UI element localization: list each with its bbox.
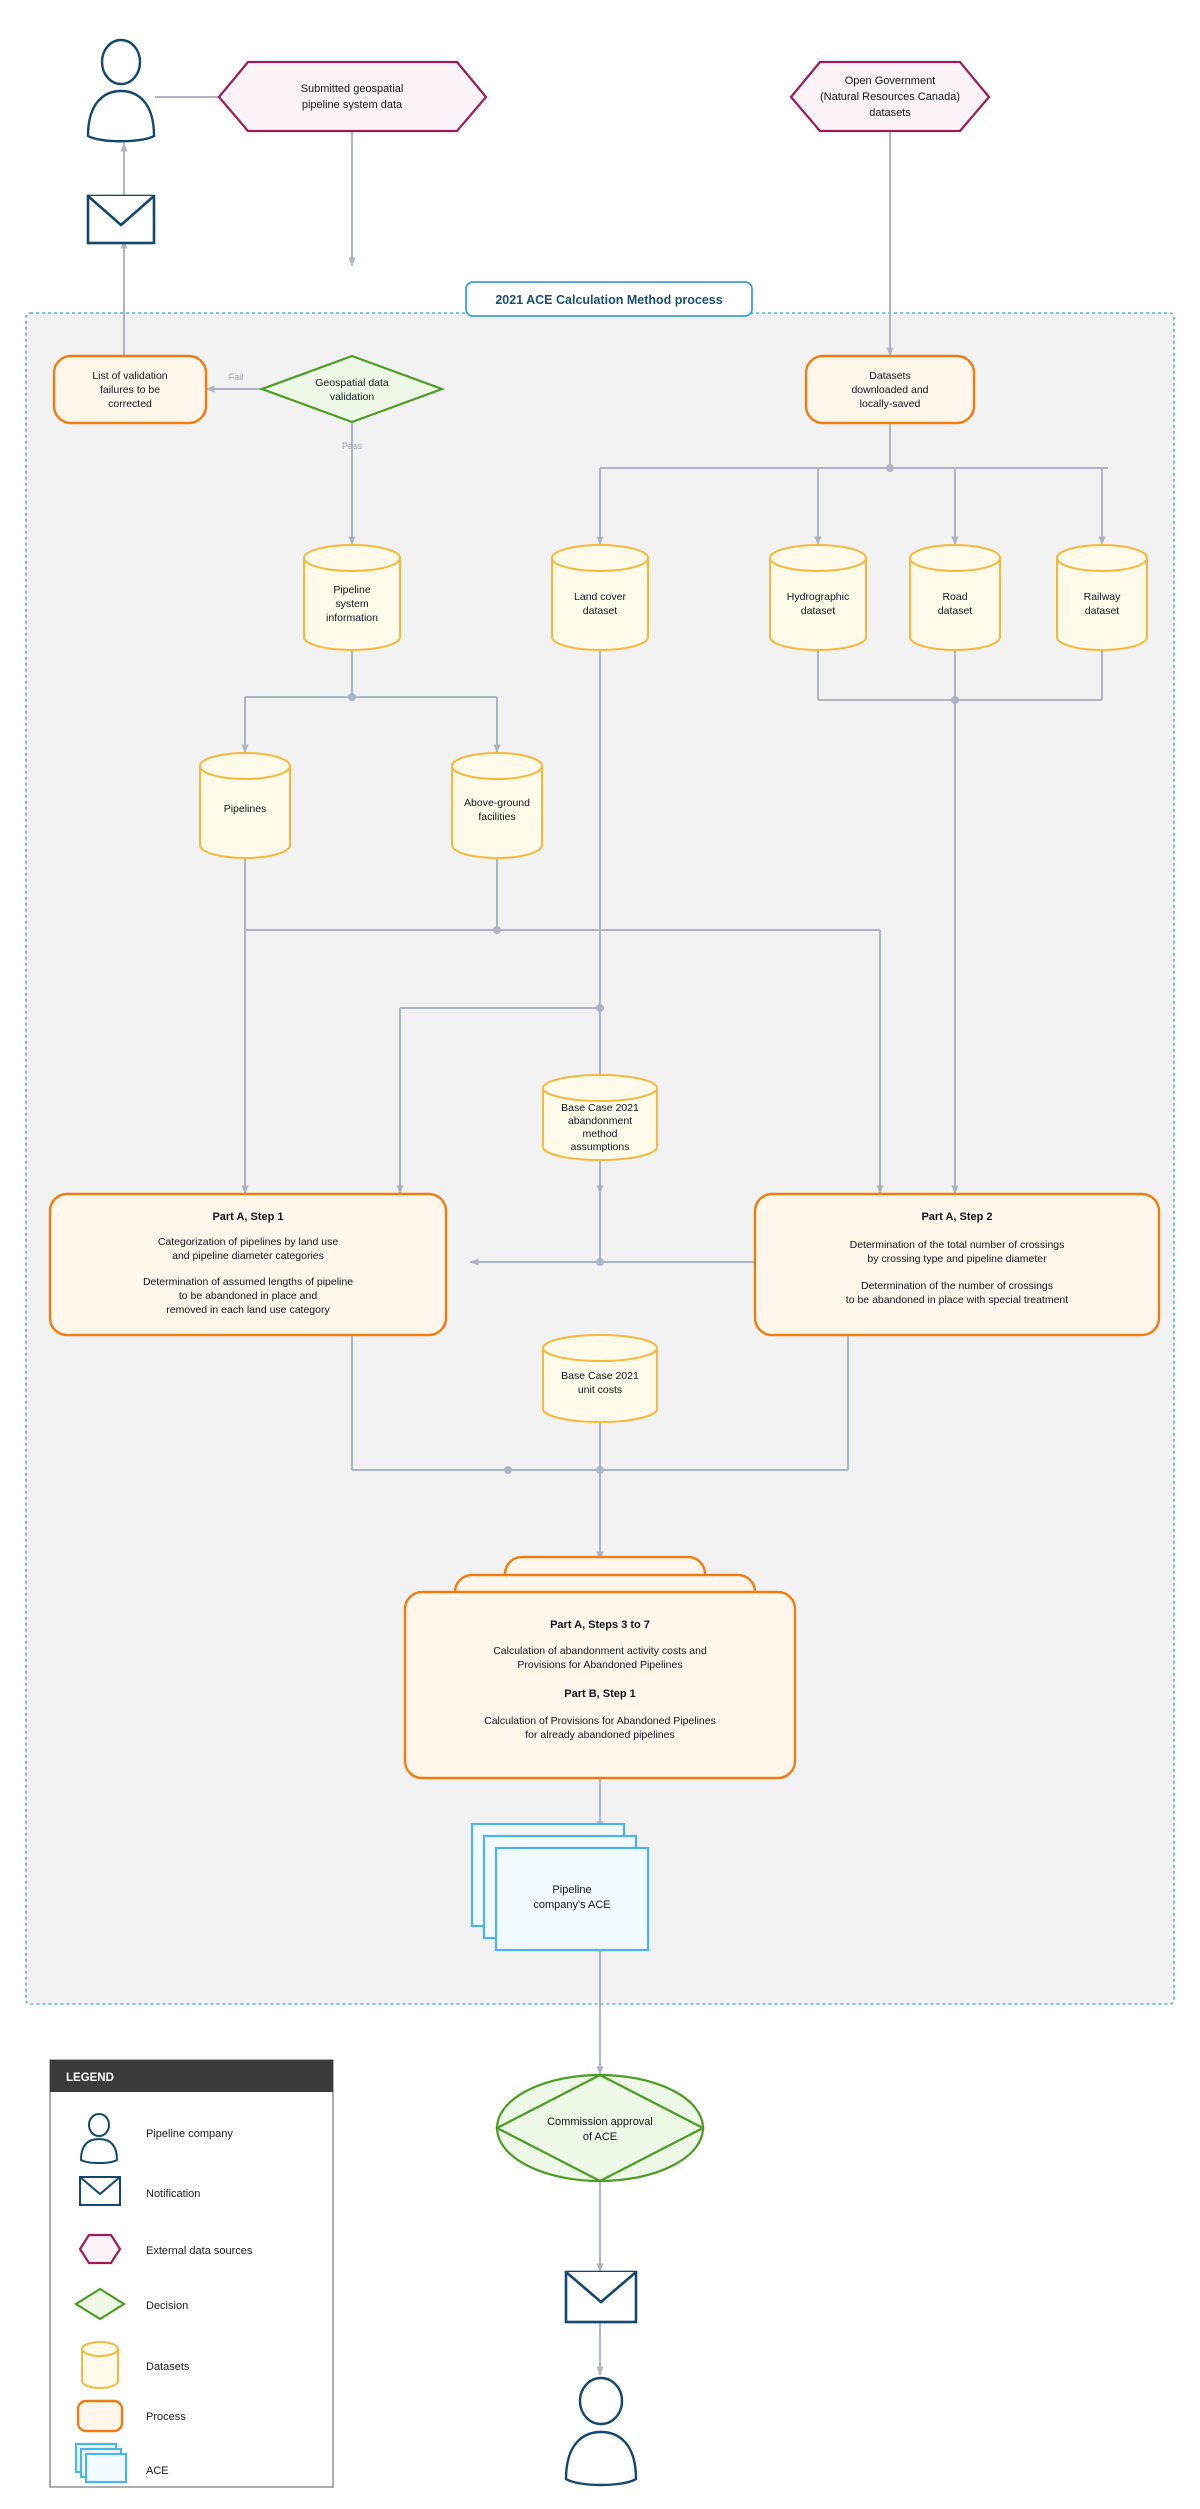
pipeline-system-information-line-1: Pipeline xyxy=(333,584,371,596)
legend: LEGEND Pipeline company Notification Ext… xyxy=(49,2059,334,2488)
bottom-notification-envelope xyxy=(564,2270,638,2324)
road-line-2: dataset xyxy=(938,605,973,617)
legend-label-process: Process xyxy=(146,2411,186,2423)
validation-failures-line-3: corrected xyxy=(108,398,152,410)
legend-label-ace: ACE xyxy=(146,2465,169,2477)
commission-approval-line-2: of ACE xyxy=(583,2131,617,2143)
part-a-step-2-p2-l2: to be abandoned in place with special tr… xyxy=(846,1294,1068,1306)
part-a-step-1-p2-l3: removed in each land use category xyxy=(166,1304,330,1316)
process-part-a-steps-3-to-7: Part A, Steps 3 to 7 Calculation of aban… xyxy=(403,1555,797,1780)
base-case-assumptions-line-1: Base Case 2021 xyxy=(561,1102,639,1114)
road-line-1: Road xyxy=(942,591,967,603)
part-a-step-1-p2-l2: to be abandoned in place and xyxy=(179,1290,318,1302)
top-pipeline-company-actor xyxy=(86,38,156,143)
legend-label-external-data-sources: External data sources xyxy=(146,2245,253,2257)
legend-icon-document-stack-icon xyxy=(74,2442,128,2484)
base-case-unit-costs-line-1: Base Case 2021 xyxy=(561,1370,639,1382)
process-validation-failures: List of validation failures to be correc… xyxy=(52,354,208,425)
decision-geospatial-validation: Geospatial data validation xyxy=(258,354,446,424)
part-a-step-1-p1-l1: Categorization of pipelines by land use xyxy=(158,1236,339,1248)
legend-icon-rounded-rect-icon xyxy=(76,2399,124,2433)
dataset-railway: Railway dataset xyxy=(1056,544,1148,651)
decision-commission-approval: Commission approval of ACE xyxy=(494,2073,706,2183)
process-datasets-downloaded: Datasets downloaded and locally-saved xyxy=(804,354,976,425)
open-government-line-3: datasets xyxy=(869,107,911,119)
legend-icon-envelope-icon xyxy=(79,2176,121,2206)
legend-label-decision: Decision xyxy=(146,2300,188,2312)
hydrographic-line-2: dataset xyxy=(801,605,836,617)
open-government-line-1: Open Government xyxy=(845,75,936,87)
pipelines-line-1: Pipelines xyxy=(224,803,267,815)
submitted-data-line-2: pipeline system data xyxy=(302,99,403,111)
ace-document-stack: Pipeline company's ACE xyxy=(470,1822,650,1952)
land-cover-line-2: dataset xyxy=(583,605,618,617)
base-case-unit-costs-line-2: unit costs xyxy=(578,1384,622,1396)
above-ground-facilities-line-1: Above-ground xyxy=(464,797,530,809)
base-case-assumptions-line-2: abandonment xyxy=(568,1115,632,1127)
dataset-hydrographic: Hydrographic dataset xyxy=(769,544,867,651)
dataset-road: Road dataset xyxy=(909,544,1001,651)
ace-line-1: Pipeline xyxy=(552,1884,591,1896)
validation-failures-line-1: List of validation xyxy=(92,370,167,382)
part-a-step-2-title: Part A, Step 2 xyxy=(921,1211,992,1223)
land-cover-line-1: Land cover xyxy=(574,591,626,603)
commission-approval-line-1: Commission approval xyxy=(547,2116,653,2128)
dataset-above-ground-facilities: Above-ground facilities xyxy=(451,752,543,859)
railway-line-2: dataset xyxy=(1085,605,1120,617)
pipeline-system-information-line-3: information xyxy=(326,612,378,624)
process-part-a-step-1: Part A, Step 1 Categorization of pipelin… xyxy=(48,1192,448,1337)
legend-icon-diamond-icon xyxy=(73,2287,127,2321)
steps-3-7-title-2: Part B, Step 1 xyxy=(564,1688,636,1700)
legend-header: LEGEND xyxy=(66,2072,114,2084)
dataset-land-cover: Land cover dataset xyxy=(551,544,649,651)
steps-3-7-title-1: Part A, Steps 3 to 7 xyxy=(550,1619,650,1631)
steps-3-7-p2-l2: for already abandoned pipelines xyxy=(525,1729,674,1741)
legend-icon-hexagon-icon xyxy=(78,2233,122,2265)
part-a-step-2-p2-l1: Determination of the number of crossings xyxy=(861,1280,1053,1292)
legend-label-notification: Notification xyxy=(146,2188,200,2200)
part-a-step-1-title: Part A, Step 1 xyxy=(212,1211,283,1223)
external-source-open-government: Open Government (Natural Resources Canad… xyxy=(789,60,991,133)
legend-label-pipeline-company: Pipeline company xyxy=(146,2128,233,2140)
legend-icon-person-icon xyxy=(79,2113,119,2164)
datasets-downloaded-line-2: downloaded and xyxy=(851,384,928,396)
submitted-data-line-1: Submitted geospatial xyxy=(301,83,404,95)
base-case-assumptions-line-4: assumptions xyxy=(571,1141,630,1153)
steps-3-7-p1-l1: Calculation of abandonment activity cost… xyxy=(493,1645,707,1657)
open-government-line-2: (Natural Resources Canada) xyxy=(820,91,960,103)
above-ground-facilities-line-2: facilities xyxy=(478,811,515,823)
pool-title: 2021 ACE Calculation Method process xyxy=(465,281,753,317)
top-notification-envelope xyxy=(86,194,156,245)
pool-title-text: 2021 ACE Calculation Method process xyxy=(495,293,722,307)
legend-label-datasets: Datasets xyxy=(146,2361,190,2373)
dataset-base-case-unit-costs: Base Case 2021 unit costs xyxy=(542,1334,658,1423)
datasets-downloaded-line-1: Datasets xyxy=(869,370,910,382)
process-part-a-step-2: Part A, Step 2 Determination of the tota… xyxy=(753,1192,1161,1337)
validation-failures-line-2: failures to be xyxy=(100,384,160,396)
external-source-submitted-data: Submitted geospatial pipeline system dat… xyxy=(217,60,488,133)
pipeline-system-information-line-2: system xyxy=(335,598,369,610)
steps-3-7-p2-l1: Calculation of Provisions for Abandoned … xyxy=(484,1715,716,1727)
edge-label-fail: Fail xyxy=(229,372,244,382)
ace-line-2: company's ACE xyxy=(533,1899,610,1911)
dataset-pipeline-system-information: Pipeline system information xyxy=(303,544,401,651)
part-a-step-2-p1-l2: by crossing type and pipeline diameter xyxy=(867,1253,1047,1265)
part-a-step-1-p1-l2: and pipeline diameter categories xyxy=(172,1250,324,1262)
datasets-downloaded-line-3: locally-saved xyxy=(860,398,921,410)
railway-line-1: Railway xyxy=(1084,591,1122,603)
base-case-assumptions-line-3: method xyxy=(582,1128,617,1140)
bottom-pipeline-company-actor xyxy=(564,2376,638,2487)
geospatial-validation-line-1: Geospatial data xyxy=(315,377,389,389)
part-a-step-2-p1-l1: Determination of the total number of cro… xyxy=(850,1239,1065,1251)
hydrographic-line-1: Hydrographic xyxy=(787,591,849,603)
legend-icon-cylinder-icon xyxy=(81,2341,119,2389)
steps-3-7-p1-l2: Provisions for Abandoned Pipelines xyxy=(517,1659,682,1671)
dataset-pipelines: Pipelines xyxy=(199,752,291,859)
dataset-base-case-assumptions: Base Case 2021 abandonment method assump… xyxy=(542,1074,658,1161)
part-a-step-1-p2-l1: Determination of assumed lengths of pipe… xyxy=(143,1276,353,1288)
edge-label-pass: Pass xyxy=(342,441,363,451)
geospatial-validation-line-2: validation xyxy=(330,391,375,403)
